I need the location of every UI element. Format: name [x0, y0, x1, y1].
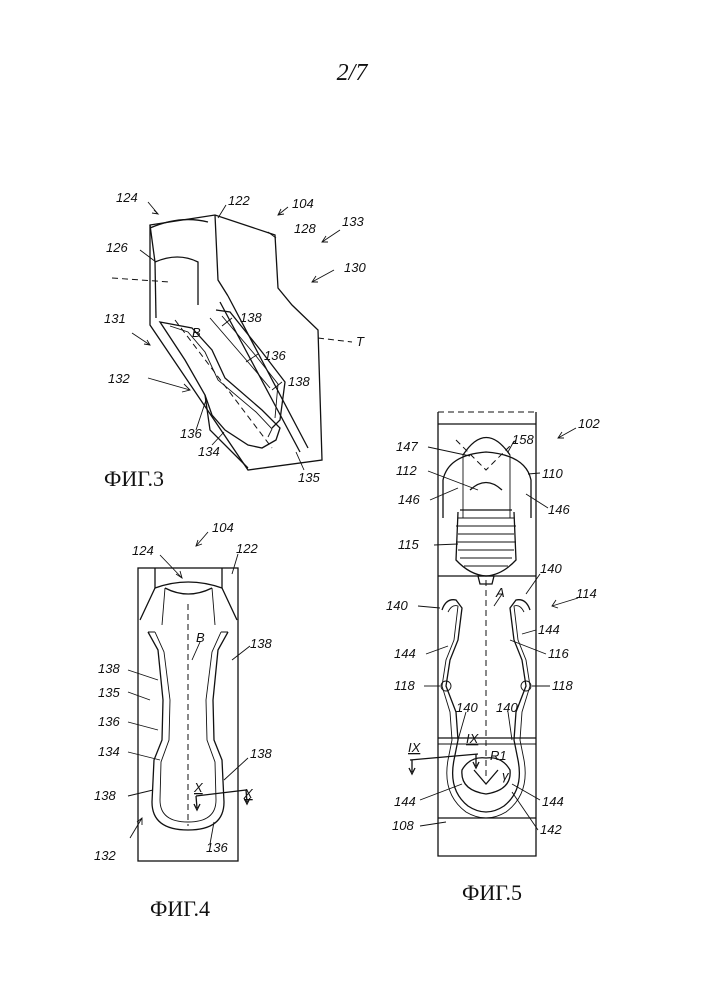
- fig5-label-140-mid-left: 140: [456, 700, 478, 715]
- fig4-label-X-right: X: [243, 786, 254, 801]
- figure-4-drawing: [138, 568, 250, 861]
- fig3-label-128: 128: [294, 221, 316, 236]
- fig3-label-133: 133: [342, 214, 364, 229]
- fig4-label-138-left-top: 138: [98, 661, 120, 676]
- fig4-label-138-right-top: 138: [250, 636, 272, 651]
- fig3-label-130: 130: [344, 260, 366, 275]
- fig3-label-134: 134: [198, 444, 220, 459]
- fig4-label-136-left: 136: [98, 714, 120, 729]
- fig4-label-122: 122: [236, 541, 258, 556]
- figure-3: 124 122 104 128 133 126 130 131 B 138 T …: [104, 190, 366, 491]
- figure-4-leaders: [128, 532, 250, 844]
- fig5-label-158: 158: [512, 432, 534, 447]
- fig5-label-142: 142: [540, 822, 562, 837]
- fig3-label-138-top: 138: [240, 310, 262, 325]
- fig5-label-115: 115: [398, 537, 419, 552]
- fig3-label-T: T: [356, 334, 365, 349]
- fig5-label-112: 112: [396, 463, 417, 478]
- figure-4: 104 124 122 B 138 138 135 136 134 138 X …: [94, 520, 272, 921]
- fig3-label-136-right: 136: [264, 348, 286, 363]
- fig3-label-104: 104: [292, 196, 314, 211]
- fig4-label-136-bottom: 136: [206, 840, 228, 855]
- fig5-label-118-left: 118: [394, 678, 415, 693]
- fig5-label-IX-left: IX: [408, 740, 422, 755]
- fig4-caption: ФИГ.4: [150, 896, 210, 921]
- fig4-label-135: 135: [98, 685, 120, 700]
- fig4-label-B: B: [196, 630, 205, 645]
- fig5-label-118-right: 118: [552, 678, 573, 693]
- fig5-label-146-left: 146: [398, 492, 420, 507]
- fig3-label-132: 132: [108, 371, 130, 386]
- fig5-label-147: 147: [396, 439, 418, 454]
- fig5-label-116: 116: [548, 646, 569, 661]
- page-number: 2/7: [337, 60, 369, 86]
- fig5-label-144-bottom-right: 144: [542, 794, 564, 809]
- fig3-label-131: 131: [104, 311, 126, 326]
- fig5-label-144-bottom-left: 144: [394, 794, 416, 809]
- fig3-label-135: 135: [298, 470, 320, 485]
- fig4-label-138-right-bottom: 138: [250, 746, 272, 761]
- fig5-label-A: A: [495, 585, 505, 600]
- fig4-label-134: 134: [98, 744, 120, 759]
- fig5-caption: ФИГ.5: [462, 880, 522, 905]
- fig5-label-110: 110: [542, 466, 563, 481]
- fig3-label-136-left: 136: [180, 426, 202, 441]
- fig3-label-B: B: [192, 325, 201, 340]
- fig4-label-104: 104: [212, 520, 234, 535]
- fig3-label-126: 126: [106, 240, 128, 255]
- fig5-label-144-top-right: 144: [538, 622, 560, 637]
- fig5-label-102: 102: [578, 416, 600, 431]
- fig4-label-132: 132: [94, 848, 116, 863]
- fig5-label-140-top-left: 140: [386, 598, 408, 613]
- fig5-label-140-mid-right: 140: [496, 700, 518, 715]
- fig5-label-146-right: 146: [548, 502, 570, 517]
- figure-3-leaders: [132, 202, 340, 470]
- fig5-label-114: 114: [576, 586, 597, 601]
- figure-5-drawing: [409, 412, 536, 856]
- fig4-label-124: 124: [132, 543, 154, 558]
- fig5-label-140-top-right: 140: [540, 561, 562, 576]
- fig5-label-IX-right: IX: [466, 731, 480, 746]
- fig4-label-X-left: X: [193, 780, 204, 795]
- fig3-label-138-right: 138: [288, 374, 310, 389]
- fig3-label-122: 122: [228, 193, 250, 208]
- fig3-label-124: 124: [116, 190, 138, 205]
- figure-5: 102 147 158 112 110 146 146 115 140 114 …: [386, 412, 600, 905]
- fig4-label-138-left-bottom: 138: [94, 788, 116, 803]
- fig3-caption: ФИГ.3: [104, 466, 164, 491]
- fig5-label-R1: R1: [490, 748, 507, 763]
- fig5-label-144-top-left: 144: [394, 646, 416, 661]
- fig5-label-108: 108: [392, 818, 414, 833]
